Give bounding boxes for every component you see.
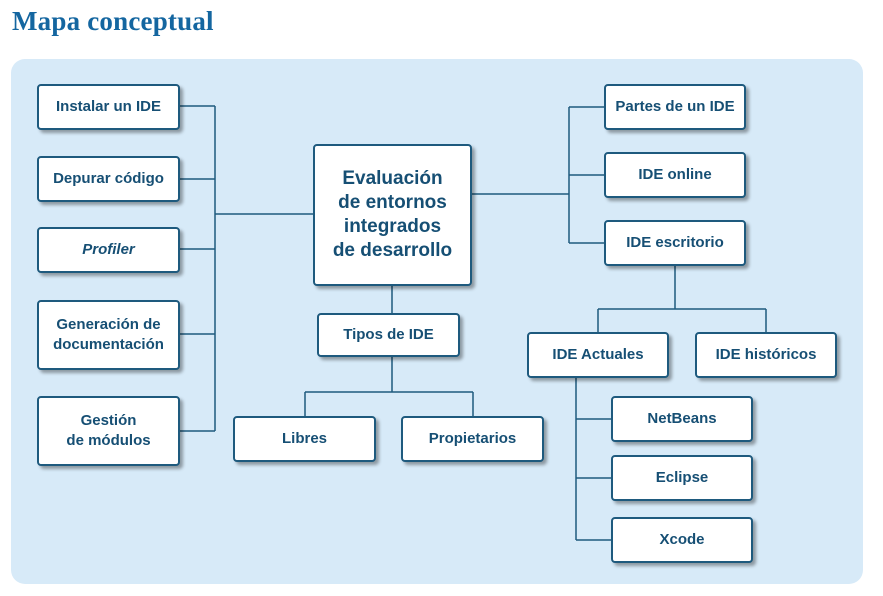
node-eclipse: Eclipse	[611, 455, 753, 501]
node-xcode: Xcode	[611, 517, 753, 563]
node-generacion-documentacion: Generación de documentación	[37, 300, 180, 370]
node-gestion-modulos: Gestión de módulos	[37, 396, 180, 466]
node-profiler: Profiler	[37, 227, 180, 273]
node-ide-actuales: IDE Actuales	[527, 332, 669, 378]
center-node: Evaluación de entornos integrados de des…	[313, 144, 472, 286]
center-line: de entornos	[338, 192, 447, 213]
page-title: Mapa conceptual	[12, 6, 214, 36]
center-line: Evaluación	[342, 168, 443, 189]
center-line: de desarrollo	[332, 240, 453, 261]
node-ide-online: IDE online	[604, 152, 746, 198]
node-instalar-ide: Instalar un IDE	[37, 84, 180, 130]
node-tipos-ide: Tipos de IDE	[317, 313, 460, 357]
node-ide-escritorio: IDE escritorio	[604, 220, 746, 266]
center-line: integrados	[343, 216, 442, 237]
node-libres: Libres	[233, 416, 376, 462]
node-partes-ide: Partes de un IDE	[604, 84, 746, 130]
node-netbeans: NetBeans	[611, 396, 753, 442]
node-ide-historicos: IDE históricos	[695, 332, 837, 378]
node-depurar-codigo: Depurar código	[37, 156, 180, 202]
node-propietarios: Propietarios	[401, 416, 544, 462]
